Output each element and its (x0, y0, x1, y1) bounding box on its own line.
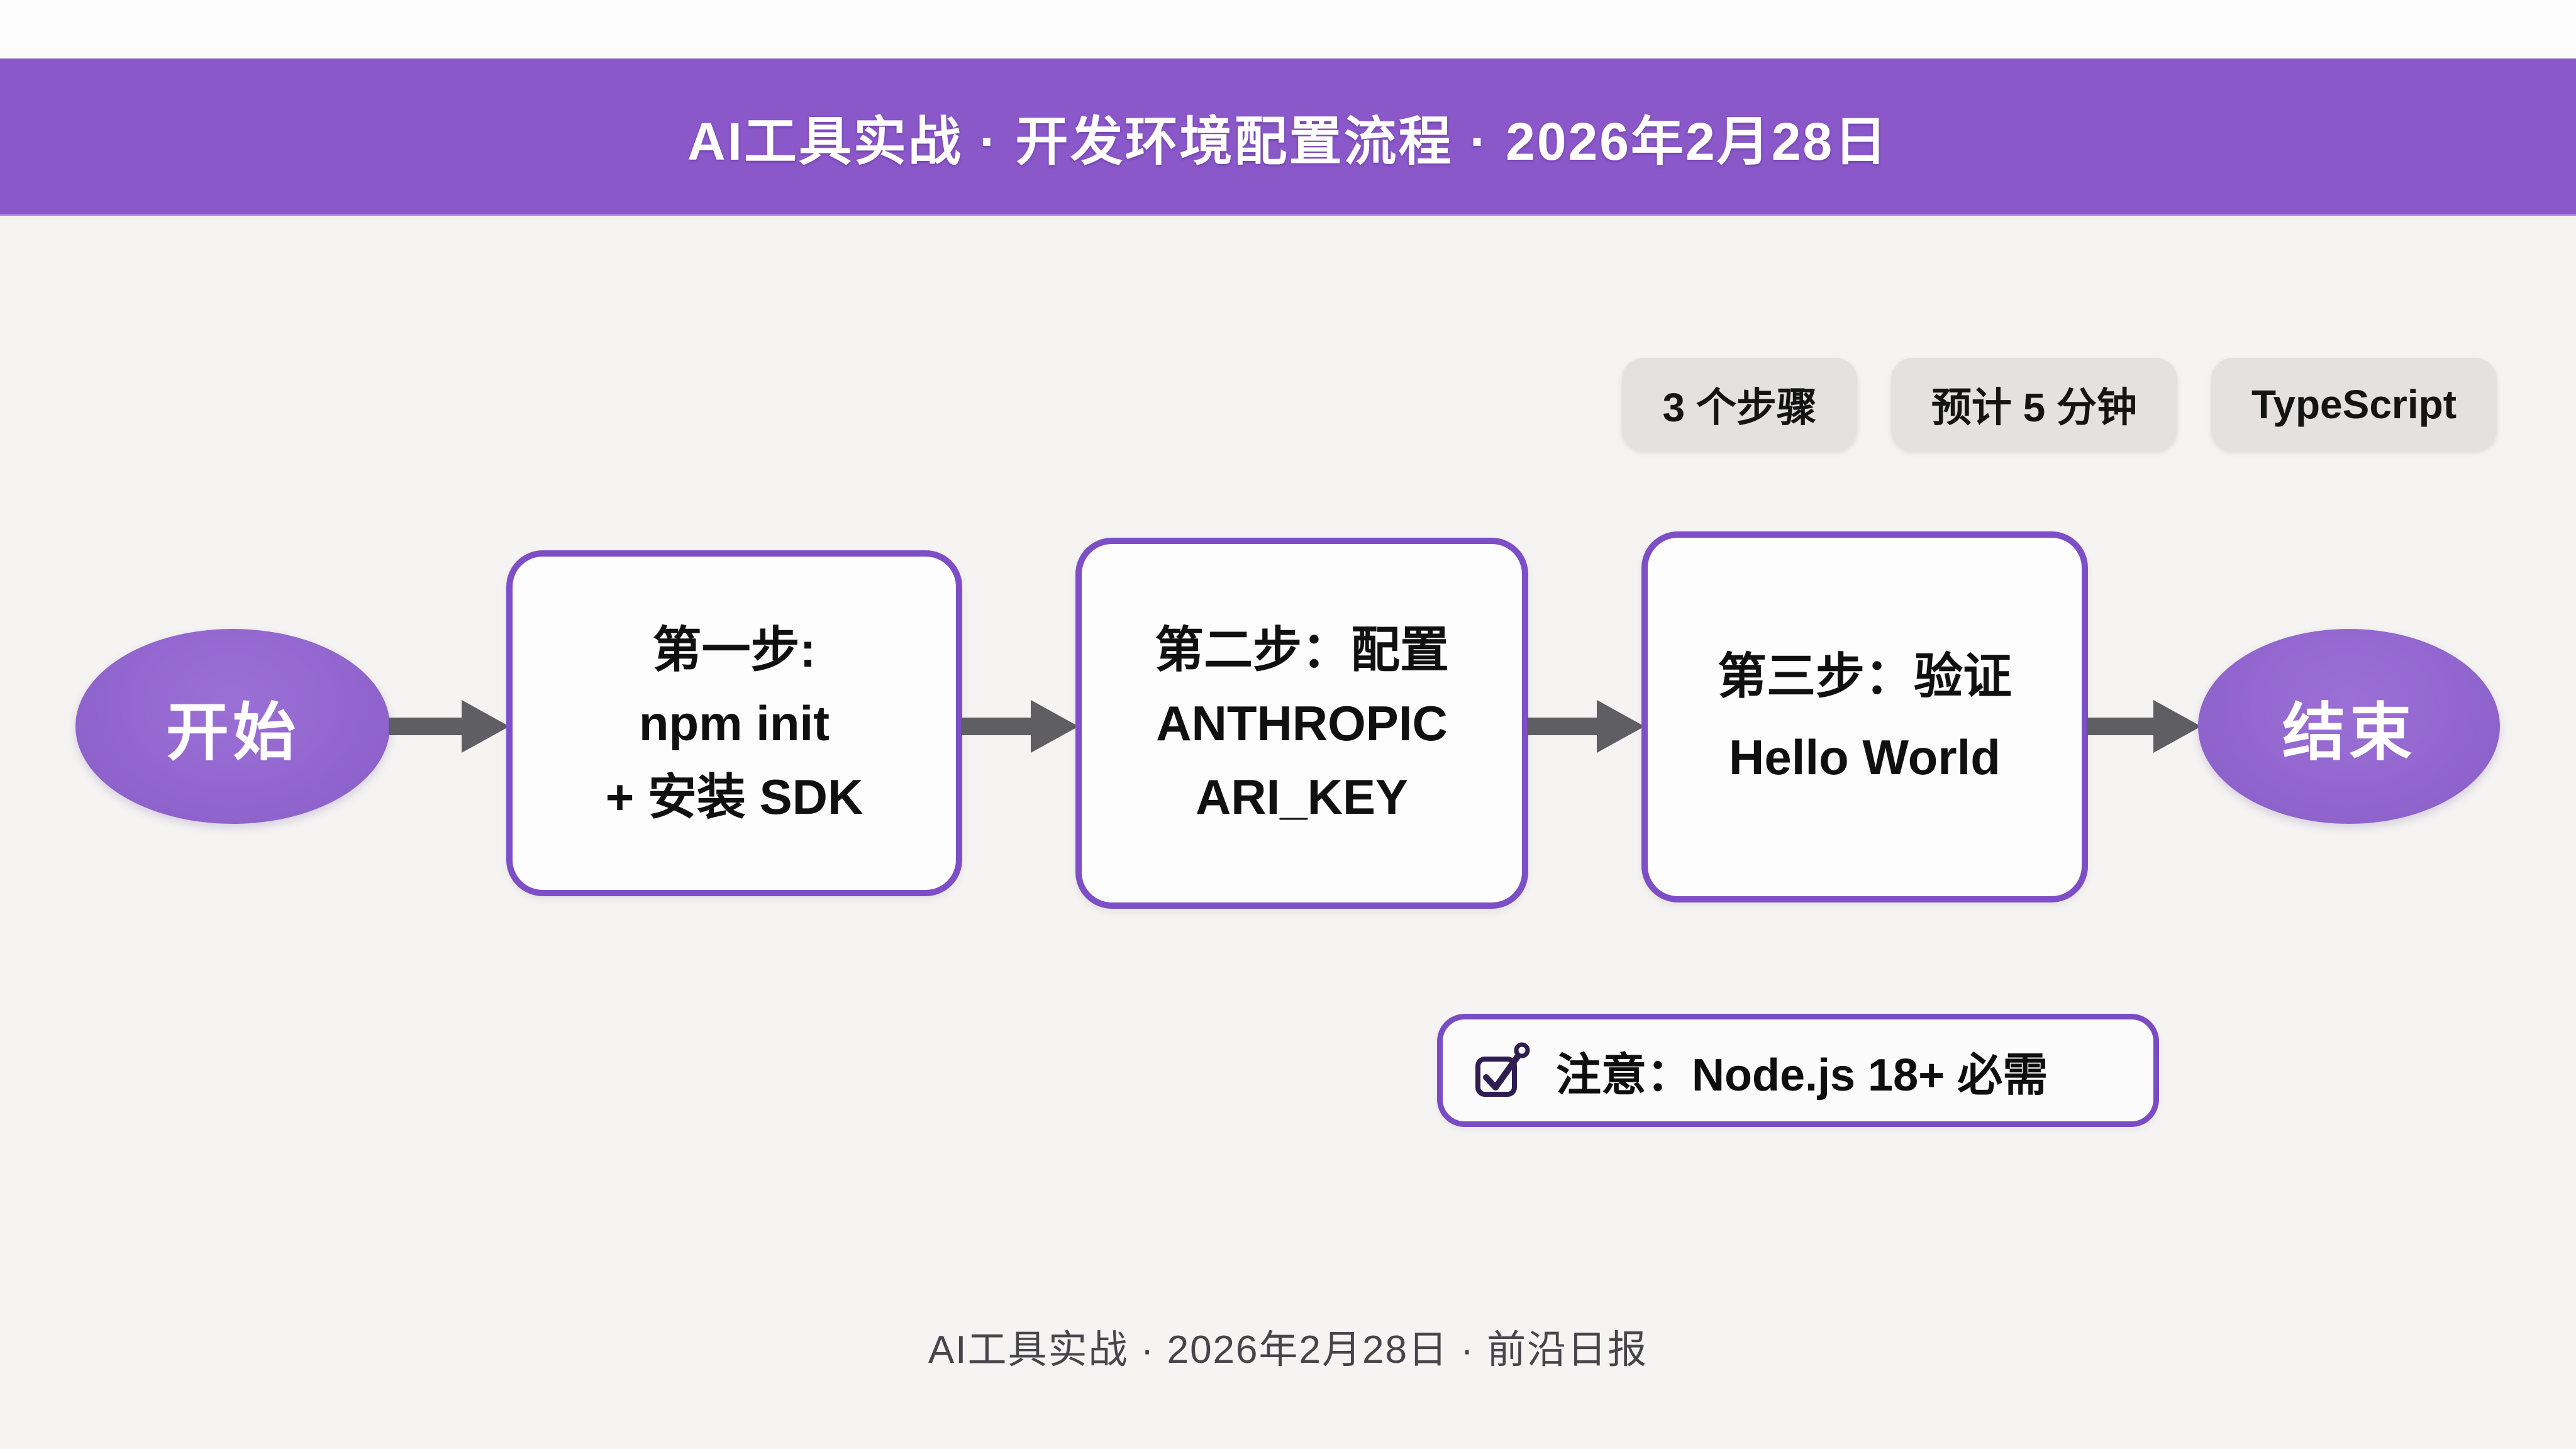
footer-caption: AI工具实战 · 2026年2月28日 · 前沿日报 (928, 1328, 1648, 1372)
step-line: npm init (638, 695, 830, 751)
header-banner: AI工具实战 · 开发环境配置流程 · 2026年2月28日 (0, 58, 2576, 216)
note-box: 注意：Node.js 18+ 必需 (1437, 1014, 2159, 1127)
flow-arrow-1 (389, 689, 509, 764)
arrow-shaft (961, 718, 1040, 735)
arrow-head-icon (2153, 700, 2201, 753)
end-node: 结束 (2198, 629, 2500, 824)
end-node-label: 结束 (2282, 697, 2416, 768)
step-2-box: 第二步：配置 ANTHROPIC ARI_KEY (1075, 538, 1528, 909)
badges-row: 3 个步骤 预计 5 分钟 TypeScript (1622, 358, 2497, 451)
badge-steps-count: 3 个步骤 (1622, 358, 1857, 451)
arrow-head-icon (462, 700, 509, 753)
top-strip (0, 0, 2576, 58)
note-text: 注意：Node.js 18+ 必需 (1556, 1050, 2048, 1101)
start-node-label: 开始 (166, 697, 299, 768)
step-line: 第二步：配置 (1154, 621, 1449, 677)
step-line: + 安装 SDK (605, 769, 863, 824)
page-title: AI工具实战 · 开发环境配置流程 · 2026年2月28日 (687, 111, 1889, 171)
step-3-box: 第三步：验证 Hello World (1641, 531, 2088, 902)
arrow-head-icon (1597, 700, 1645, 753)
checkbox-pen-icon (1475, 1042, 1530, 1097)
step-1-box: 第一步: npm init + 安装 SDK (506, 550, 962, 896)
step-line: ANTHROPIC (1156, 695, 1448, 751)
arrow-shaft (2087, 718, 2162, 735)
badge-estimated-time: 预计 5 分钟 (1890, 358, 2177, 451)
step-line: Hello World (1729, 730, 2001, 785)
arrow-shaft (1527, 718, 1606, 735)
step-line: 第一步: (652, 621, 816, 677)
start-node: 开始 (75, 629, 390, 824)
arrow-head-icon (1031, 700, 1079, 753)
step-line: 第三步：验证 (1717, 648, 2012, 704)
step-line: ARI_KEY (1195, 769, 1409, 824)
badge-language: TypeScript (2211, 358, 2497, 451)
flow-arrow-4 (2087, 689, 2201, 764)
flow-arrow-3 (1527, 689, 1645, 764)
flow-arrow-2 (961, 689, 1079, 764)
arrow-shaft (389, 718, 470, 735)
